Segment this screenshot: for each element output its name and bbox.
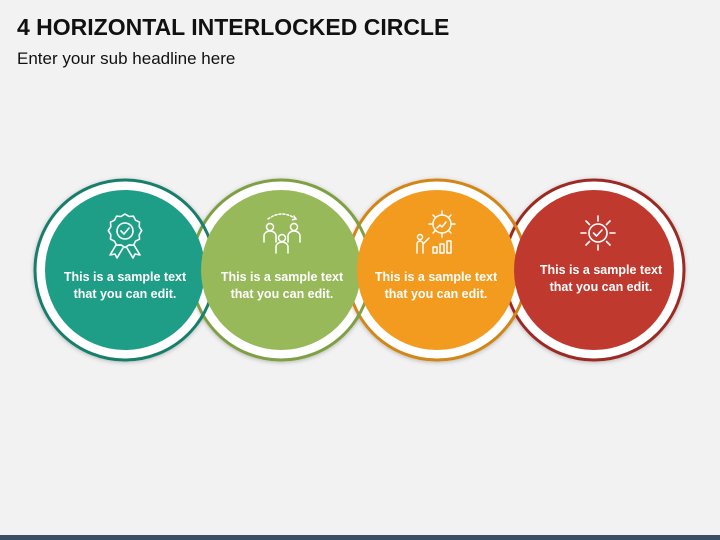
circle-3-text: This is a sample text that you can edit. (374, 270, 498, 301)
disc-3 (357, 190, 517, 350)
award-badge-icon (107, 213, 143, 259)
disc-2 (201, 190, 361, 350)
bottom-bar (0, 535, 720, 540)
circle-4-text: This is a sample text that you can edit. (539, 263, 663, 294)
page-title: 4 HORIZONTAL INTERLOCKED CIRCLE (17, 14, 450, 40)
team-people-icon (263, 213, 301, 254)
page-subtitle: Enter your sub headline here (17, 49, 236, 68)
growth-presentation-icon (416, 210, 456, 254)
disc-1 (45, 190, 205, 350)
disc-4 (514, 190, 674, 350)
inner-discs (45, 190, 674, 350)
sun-check-icon (580, 215, 616, 251)
circle-2-text: This is a sample text that you can edit. (220, 270, 344, 301)
circle-1-text: This is a sample text that you can edit. (63, 270, 187, 301)
